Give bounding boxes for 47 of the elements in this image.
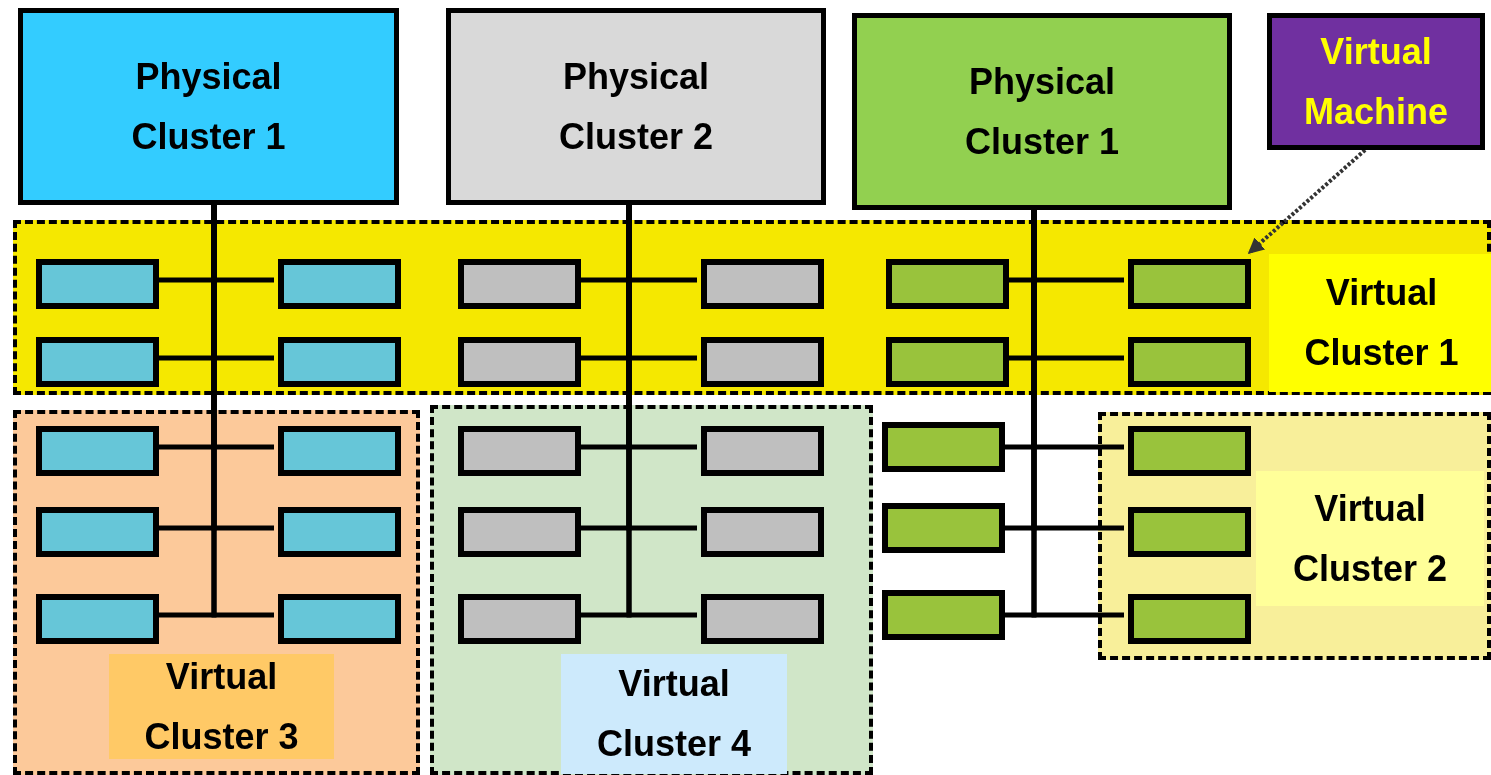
virtual-machine-box [36, 259, 159, 309]
virtual-machine-box [458, 259, 581, 309]
region-label: Virtual Cluster 3 [109, 654, 334, 759]
virtual-machine-box [278, 594, 401, 644]
virtual-machine-box [278, 507, 401, 557]
virtual-machine-box [701, 337, 824, 387]
virtual-machine-box [458, 594, 581, 644]
virtual-machine-box [1128, 337, 1251, 387]
virtual-machine-box [886, 337, 1009, 387]
virtual-machine-box [458, 337, 581, 387]
callout-box [1267, 13, 1485, 150]
virtual-machine-box [458, 426, 581, 476]
virtual-machine-box [701, 259, 824, 309]
box-text: Physical Cluster 1 [130, 54, 287, 159]
virtual-machine-box [1128, 259, 1251, 309]
virtual-machine-box [1128, 507, 1251, 557]
virtual-machine-box [36, 594, 159, 644]
virtual-machine-box [701, 507, 824, 557]
virtual-cluster-region [13, 220, 1491, 395]
virtual-machine-box [278, 426, 401, 476]
cluster-box [852, 13, 1232, 210]
virtual-machine-box [1128, 426, 1251, 476]
leader-line [1247, 148, 1367, 255]
virtual-machine-box [701, 426, 824, 476]
virtual-machine-box [278, 259, 401, 309]
virtual-cluster-region [430, 405, 873, 775]
cluster-box [446, 8, 826, 205]
region-label: Virtual Cluster 2 [1256, 471, 1484, 606]
region-label: Virtual Cluster 1 [1269, 254, 1491, 392]
virtual-machine-box [886, 259, 1009, 309]
virtual-machine-box [458, 507, 581, 557]
virtual-machine-box [36, 507, 159, 557]
virtual-machine-box [36, 337, 159, 387]
box-text: Virtual Machine [1303, 29, 1450, 134]
box-text: Physical Cluster 2 [557, 54, 715, 159]
virtual-cluster-region [1098, 412, 1491, 660]
box-text: Physical Cluster 1 [963, 59, 1121, 164]
virtual-machine-box [36, 426, 159, 476]
virtual-machine-box [1128, 594, 1251, 644]
virtual-machine-box [278, 337, 401, 387]
virtual-cluster-region [13, 410, 420, 775]
region-label: Virtual Cluster 4 [561, 654, 787, 774]
cluster-box [18, 8, 399, 205]
virtual-machine-box [882, 503, 1005, 553]
virtual-machine-box [882, 590, 1005, 640]
virtual-machine-box [882, 422, 1005, 472]
virtual-machine-box [701, 594, 824, 644]
